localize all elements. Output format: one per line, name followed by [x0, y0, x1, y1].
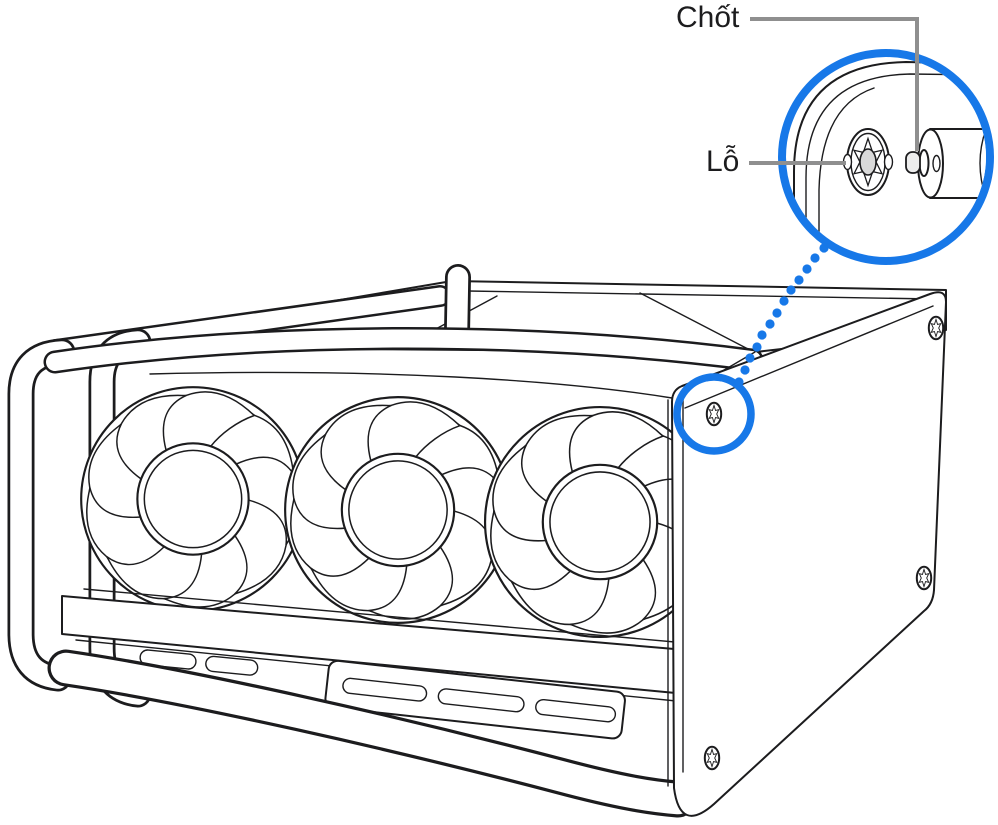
- pin-leader-line: [750, 17, 919, 151]
- frame-post: [444, 264, 471, 346]
- highlight-ring: [673, 373, 755, 455]
- screw-icon: [705, 401, 723, 427]
- pin-label: Chốt: [676, 1, 740, 34]
- frame-front-rail: [43, 326, 764, 374]
- slot-bar: [324, 659, 626, 740]
- screw-icon: [927, 315, 945, 341]
- callout-circle: [778, 49, 994, 265]
- screw-icon: [915, 565, 933, 591]
- hole-icon: [842, 128, 894, 196]
- hole-label: Lỗ: [706, 145, 740, 178]
- side-panel: [671, 291, 947, 817]
- bottom-foot-rail: [47, 649, 697, 818]
- pin-icon: [905, 128, 986, 199]
- case-front-top-edge: [149, 371, 673, 399]
- handle-left-outer: [7, 338, 76, 692]
- screw-icon: [703, 745, 721, 771]
